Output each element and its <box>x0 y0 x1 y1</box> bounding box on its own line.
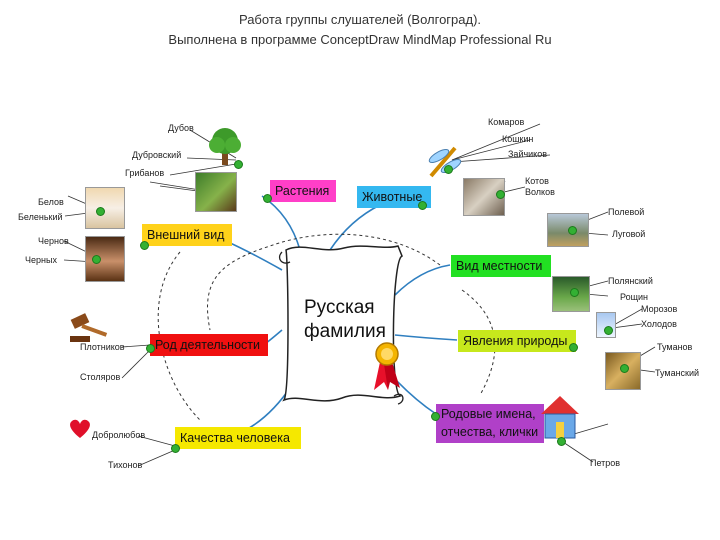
leaf-belenky: Беленький <box>18 212 63 222</box>
leaf-dubov: Дубов <box>168 123 194 133</box>
branch-qualities[interactable]: Качества человека <box>175 427 301 449</box>
leaf-tumanov: Туманов <box>657 342 693 352</box>
leaf-dobrolyubov: Добролюбов <box>92 430 146 440</box>
center-line-1: Русская <box>304 297 375 318</box>
node-dot <box>146 344 155 353</box>
heart-icon <box>70 419 90 438</box>
node-dot <box>557 437 566 446</box>
leaf-tikhonov: Тихонов <box>108 460 143 470</box>
branch-appearance-label: Внешний вид <box>147 228 225 242</box>
node-dot <box>96 207 105 216</box>
node-dot <box>604 326 613 335</box>
node-dot <box>620 364 629 373</box>
leaf-roshchin: Рощин <box>620 292 649 302</box>
branch-animals-label: Животные <box>362 190 423 204</box>
center-title: Русская фамилия <box>304 296 404 344</box>
leaf-belov: Белов <box>38 197 64 207</box>
tree-icon <box>209 128 241 165</box>
leaf-volkov: Волков <box>525 187 555 197</box>
dark-hair-child-photo <box>85 236 125 282</box>
mushroom-photo <box>195 172 237 212</box>
branch-area-label: Вид местности <box>456 259 543 273</box>
leaf-stolyarov: Столяров <box>80 372 121 382</box>
leaf-polyansky: Полянский <box>608 276 653 286</box>
node-dot <box>570 288 579 297</box>
node-dot <box>569 343 578 352</box>
branch-relatives-label-2: отчества, клички <box>441 425 539 439</box>
branch-relatives-label-1: Родовые имена, <box>441 407 536 421</box>
leaf-chernov: Чернов <box>38 236 69 246</box>
branch-occupation[interactable]: Род деятельности <box>150 334 268 356</box>
leaf-tumansky: Туманский <box>655 368 700 378</box>
branch-nature-label: Явления природы <box>463 334 568 348</box>
branch-occupation-label: Род деятельности <box>155 338 260 352</box>
node-dot <box>263 194 272 203</box>
node-dot <box>171 444 180 453</box>
leaf-komarov: Комаров <box>488 117 525 127</box>
branch-nature[interactable]: Явления природы <box>458 330 576 352</box>
branch-appearance[interactable]: Внешний вид <box>142 224 232 246</box>
leaf-koshkin: Кошкин <box>502 134 534 144</box>
node-dot <box>92 255 101 264</box>
branch-plants[interactable]: Растения <box>270 180 336 202</box>
branch-plants-label: Растения <box>275 184 330 198</box>
seal-icon <box>374 342 400 390</box>
scroll-image <box>278 245 404 405</box>
node-dot <box>140 241 149 250</box>
branch-qualities-label: Качества человека <box>180 431 290 445</box>
leaf-lugovoy: Луговой <box>612 229 646 239</box>
leaf-kholodov: Холодов <box>641 319 677 329</box>
node-dot <box>234 160 243 169</box>
node-dot <box>496 190 505 199</box>
leaf-plotnikov: Плотников <box>80 342 125 352</box>
dragonfly-icon <box>428 146 462 178</box>
leaf-chernykh: Черных <box>25 255 57 265</box>
node-dot <box>431 412 440 421</box>
leaf-kotov: Котов <box>525 176 549 186</box>
house-icon <box>541 396 579 439</box>
link-nature <box>394 334 458 341</box>
field-photo <box>547 213 589 247</box>
leaf-dubrovsky: Дубровский <box>132 150 182 160</box>
leaf-zaichikov: Зайчиков <box>508 149 548 159</box>
title-line-2: Выполнена в программе ConceptDraw MindMa… <box>168 32 552 47</box>
blond-child-photo <box>85 187 125 229</box>
link-area <box>394 264 451 296</box>
leaf-polevoy: Полевой <box>608 207 645 217</box>
branch-area[interactable]: Вид местности <box>451 255 551 277</box>
leaf-petrov: Петров <box>590 458 621 468</box>
title-line-1: Работа группы слушателей (Волгоград). <box>238 12 482 27</box>
leaf-morozov: Морозов <box>641 304 678 314</box>
node-dot <box>568 226 577 235</box>
branch-relatives[interactable]: Родовые имена, отчества, клички <box>436 404 544 443</box>
node-dot <box>444 165 453 174</box>
hammer-icon <box>70 313 108 342</box>
leaf-gribanov: Грибанов <box>125 168 165 178</box>
branch-animals[interactable]: Животные <box>357 186 431 208</box>
center-line-2: фамилия <box>304 321 386 342</box>
node-dot <box>418 201 427 210</box>
